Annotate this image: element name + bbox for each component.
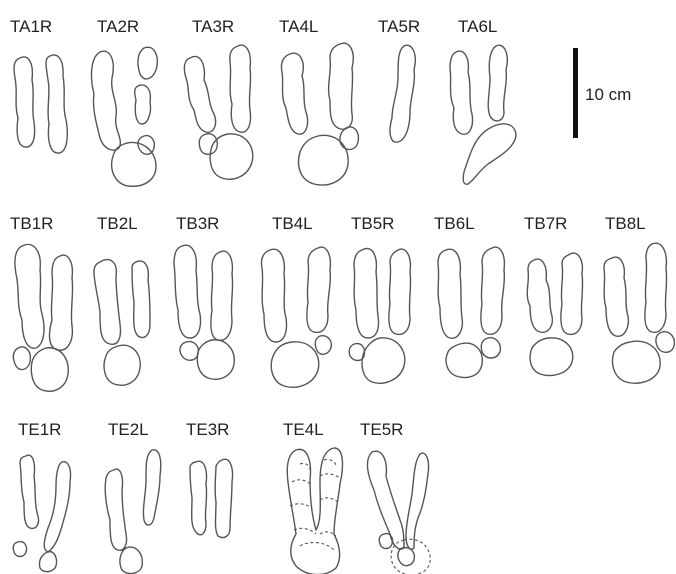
track-TE5R [368,451,431,574]
track-TB2L [94,260,150,386]
track-TB1R [13,244,72,391]
track-TA2R [92,47,158,186]
track-TA3R [184,45,252,179]
track-TA6L [450,45,516,184]
track-TA4L [281,43,358,185]
track-TA5R [390,45,415,142]
track-TB4L [261,247,331,387]
track-TE3R [190,459,233,537]
track-TE2L [105,450,161,574]
track-TB5R [349,248,410,383]
track-TE1R [13,455,70,572]
track-TB8L [604,243,674,383]
track-TE4L [287,448,342,574]
track-TB6L [438,247,504,377]
track-TA1R [14,55,67,153]
track-TB7R [527,253,582,375]
track-TB3R [174,245,234,379]
